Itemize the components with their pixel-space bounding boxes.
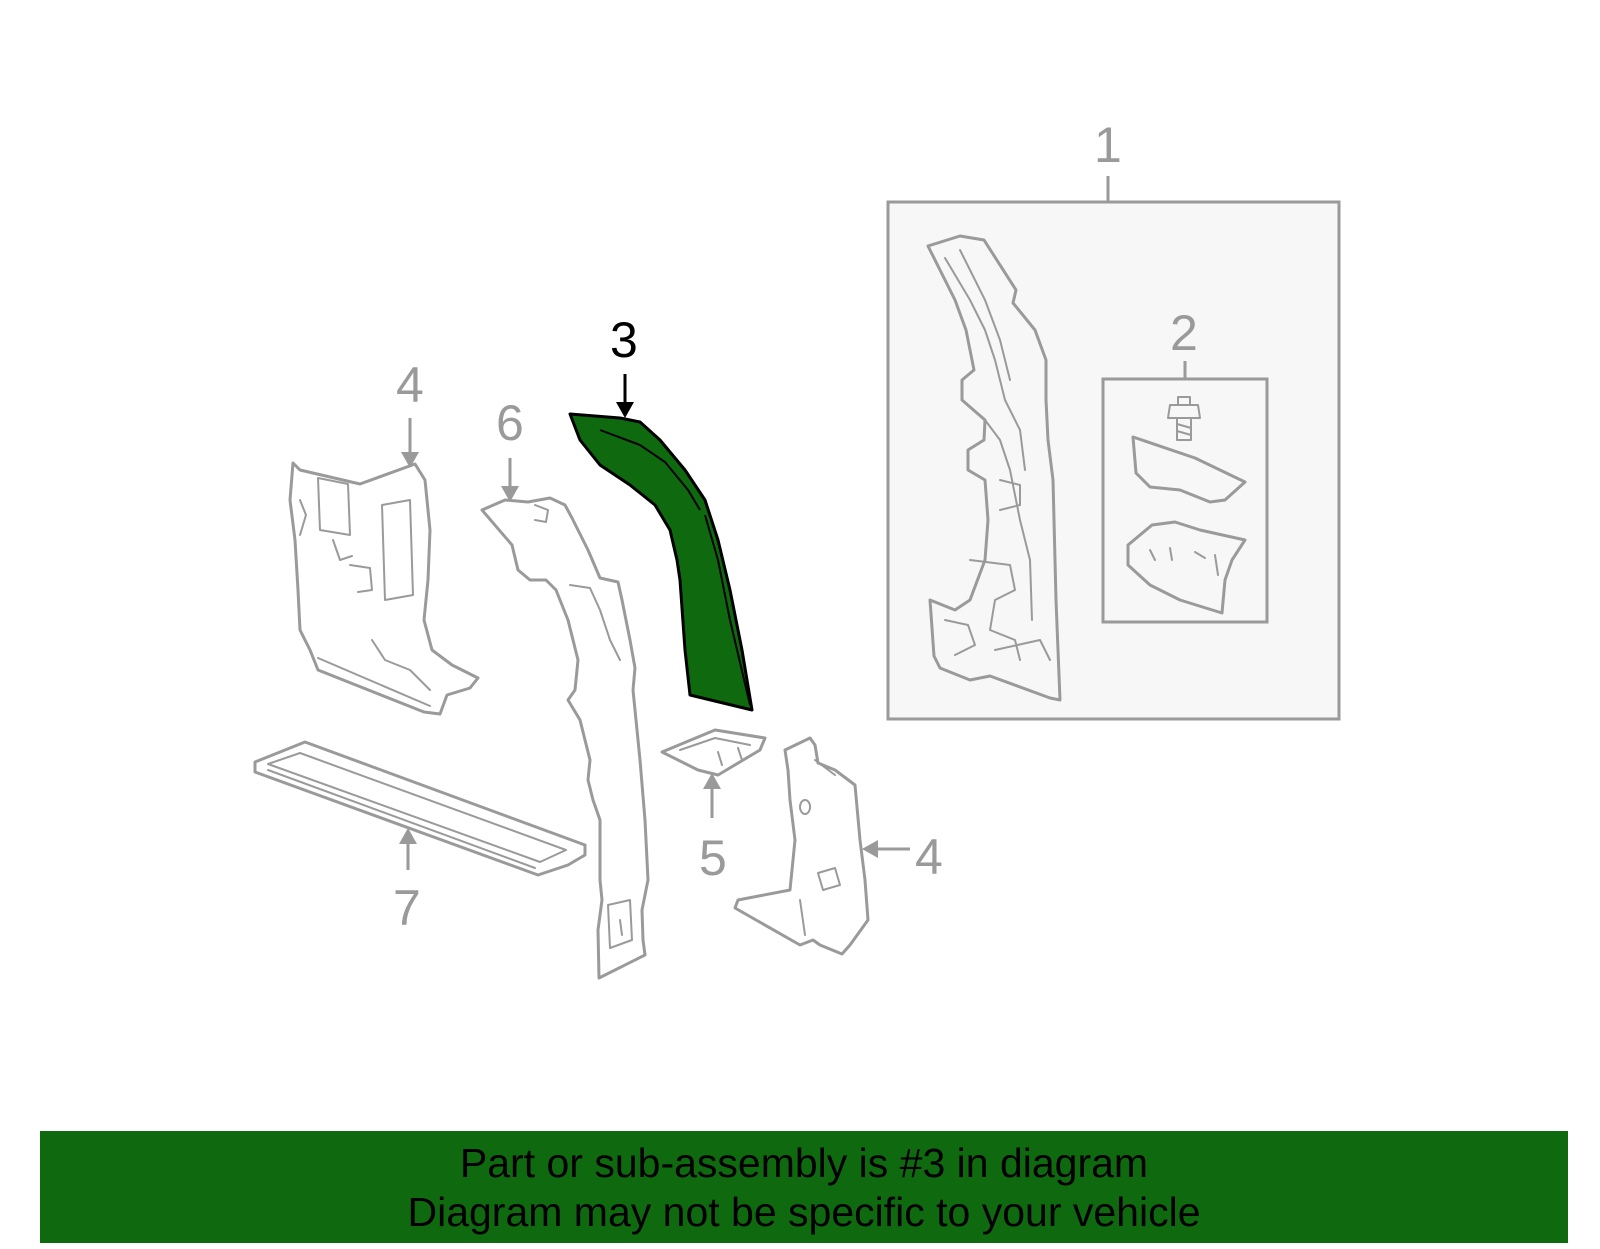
part-3-shape xyxy=(568,412,754,712)
part-5[interactable] xyxy=(660,728,767,818)
part-4-right-drawing xyxy=(733,736,870,956)
part-4-right[interactable] xyxy=(733,736,910,956)
callout-2: 2 xyxy=(1170,305,1198,361)
callout-1: 1 xyxy=(1094,117,1122,173)
callout-7: 7 xyxy=(393,880,421,936)
callout-6: 6 xyxy=(496,395,524,451)
callout-4-right: 4 xyxy=(915,829,943,885)
callout-4-left: 4 xyxy=(396,357,424,413)
info-banner: Part or sub-assembly is #3 in diagram Di… xyxy=(40,1131,1568,1243)
part-6-drawing xyxy=(480,496,650,980)
part-6[interactable] xyxy=(480,458,650,980)
bolt-icon xyxy=(1167,396,1201,441)
part-7-drawing xyxy=(253,740,587,877)
sub-assembly-box-part-2[interactable] xyxy=(1101,361,1269,624)
part-7[interactable] xyxy=(253,740,587,877)
bracket-upper-drawing xyxy=(1131,435,1247,504)
callout-5: 5 xyxy=(699,830,727,886)
pillar-assembly-drawing xyxy=(926,234,1062,702)
part-4-left[interactable] xyxy=(288,418,480,716)
part-4-left-drawing xyxy=(288,461,480,716)
banner-line-1: Part or sub-assembly is #3 in diagram xyxy=(459,1140,1149,1186)
callout-3: 3 xyxy=(610,312,638,368)
bracket-lower-drawing xyxy=(1126,520,1247,615)
part-5-drawing xyxy=(660,728,767,777)
banner-line-2: Diagram may not be specific to your vehi… xyxy=(407,1189,1201,1235)
part-3-highlighted[interactable] xyxy=(568,374,754,712)
